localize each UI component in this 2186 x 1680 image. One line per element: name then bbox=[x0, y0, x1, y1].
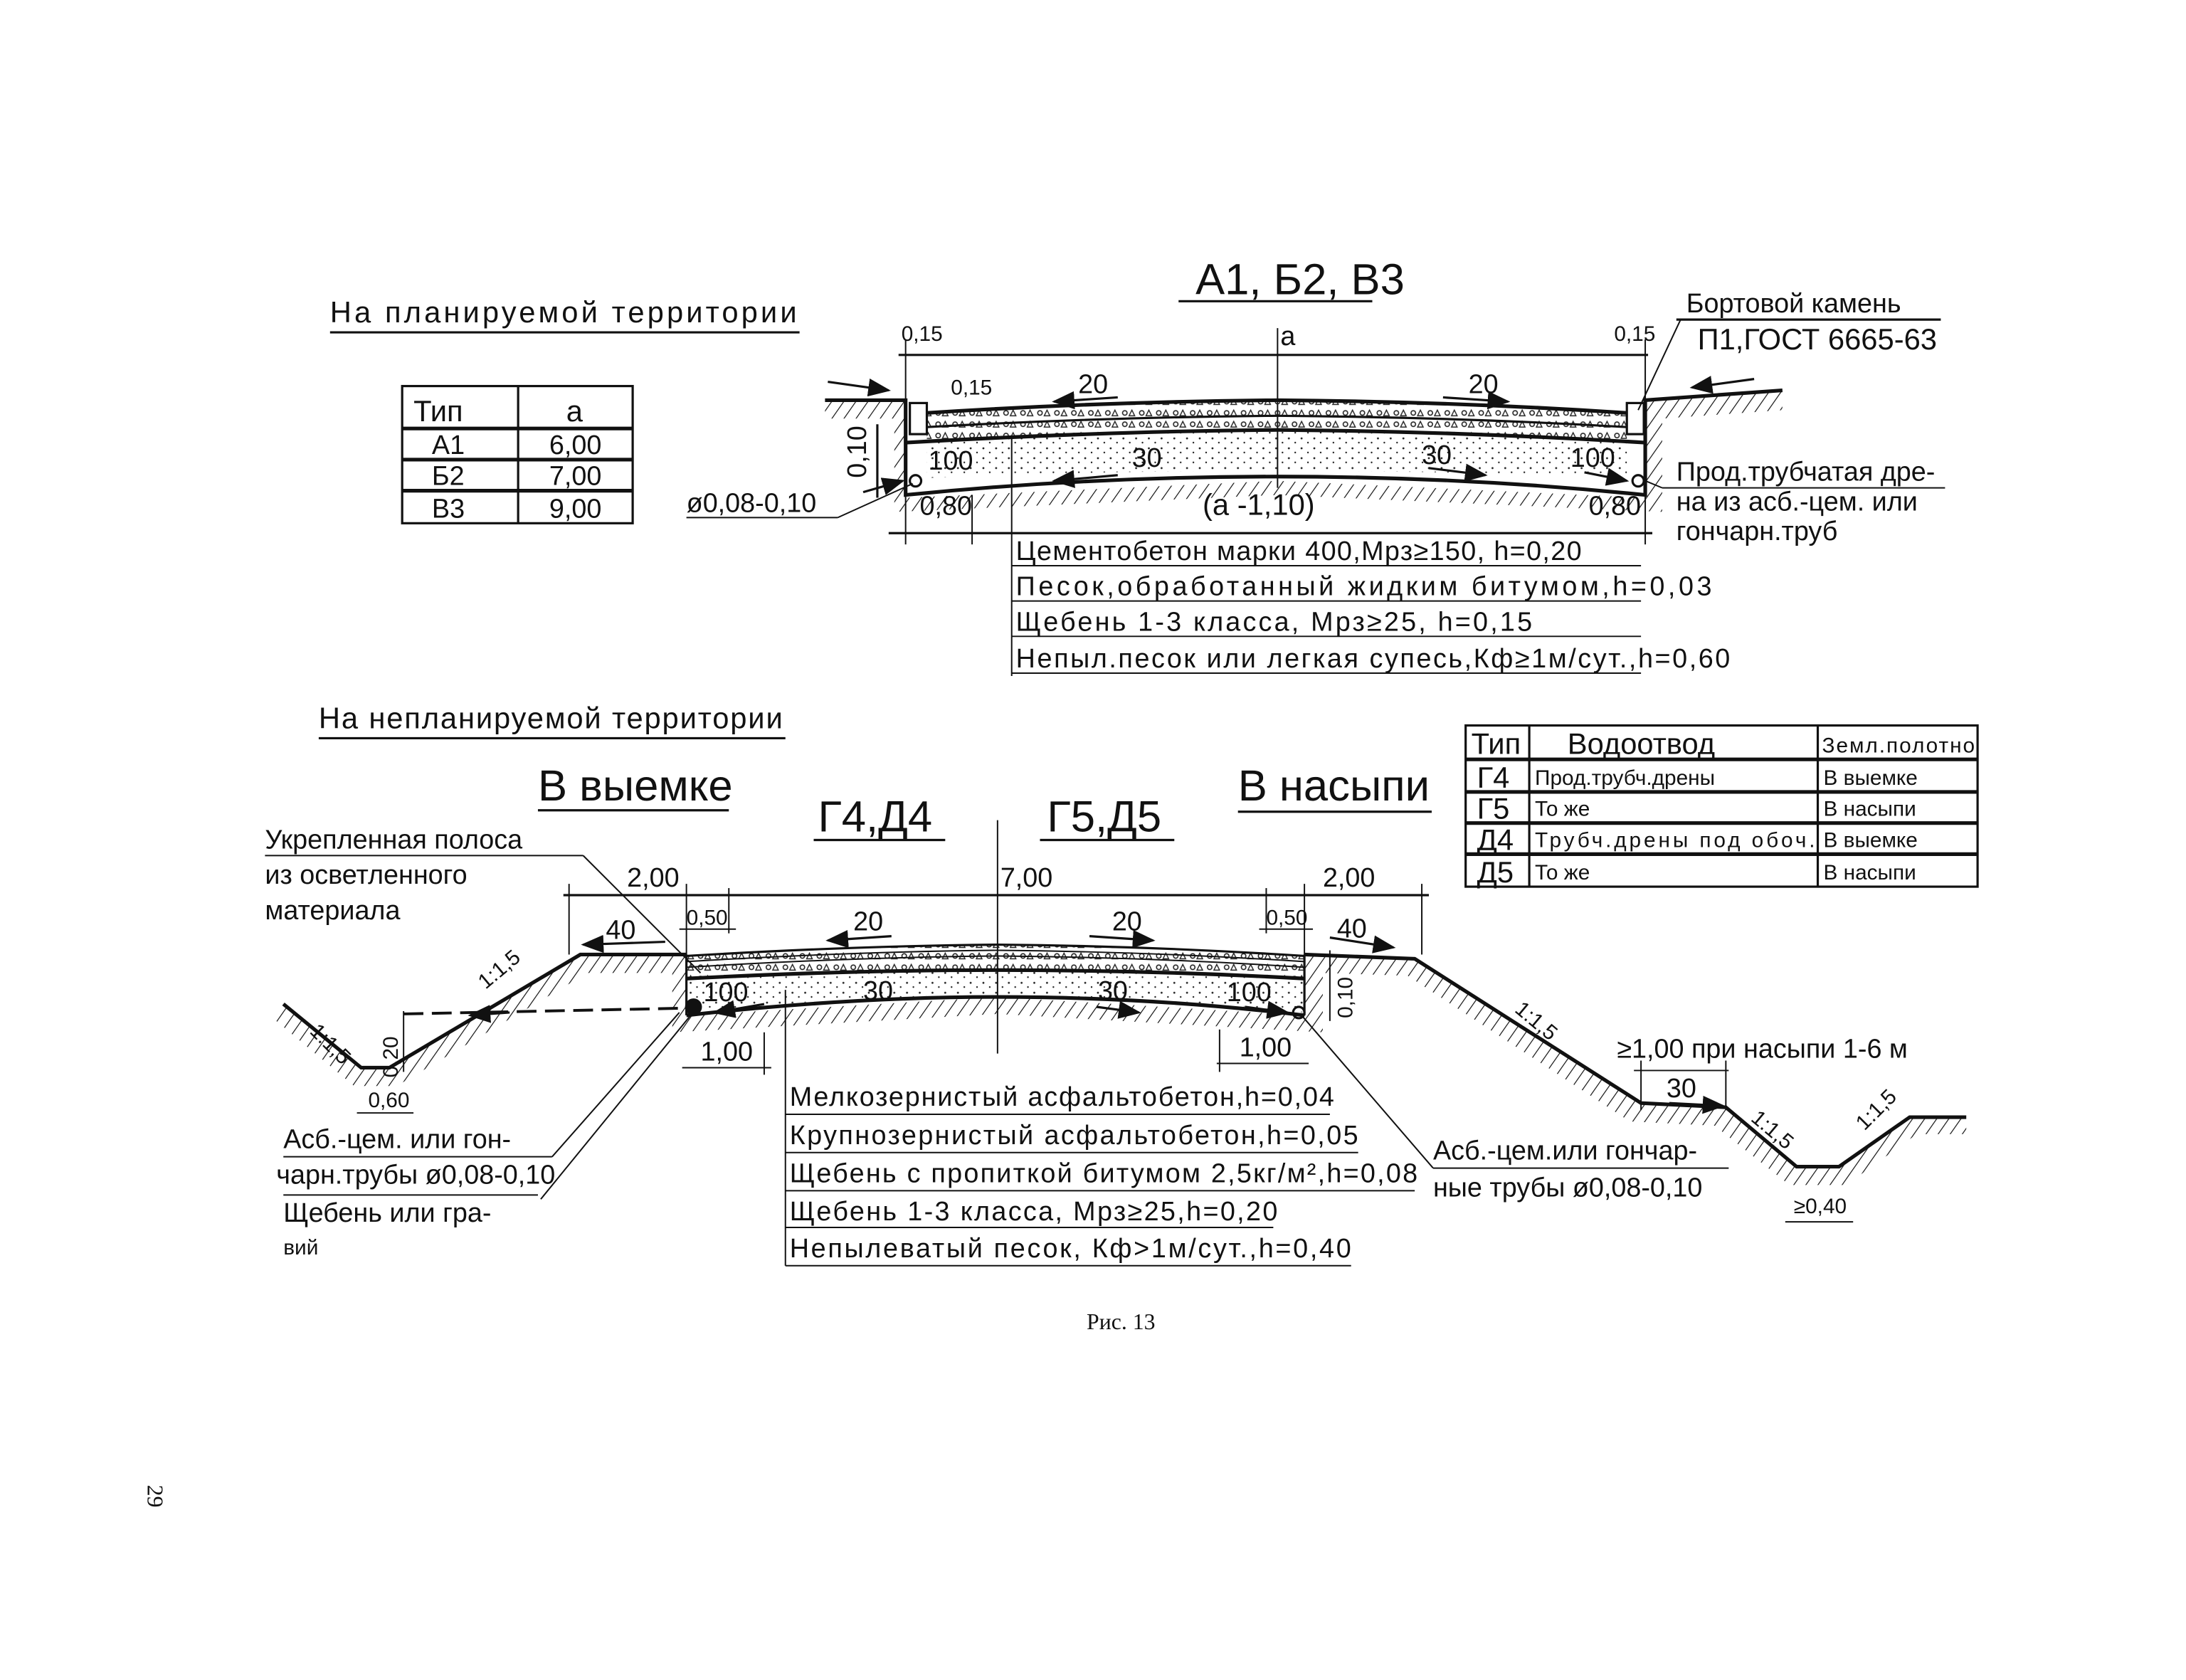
svg-text:гончарн.труб: гончарн.труб bbox=[1677, 517, 1838, 546]
svg-text:То же: То же bbox=[1535, 798, 1590, 821]
svg-text:30: 30 bbox=[1422, 440, 1452, 470]
svg-text:вий: вий bbox=[283, 1236, 318, 1259]
title-left: Г4,Д4 bbox=[818, 793, 932, 842]
svg-text:2,00: 2,00 bbox=[1323, 863, 1375, 893]
svg-text:100: 100 bbox=[928, 446, 973, 476]
cut-title: В выемке bbox=[538, 761, 733, 810]
svg-text:Д4: Д4 bbox=[1477, 823, 1514, 856]
left-note: Асб.-цем. или гон- bbox=[283, 1125, 511, 1155]
svg-text:0,20: 0,20 bbox=[379, 1036, 403, 1077]
svg-text:Земл.полотно: Земл.полотно bbox=[1822, 734, 1975, 757]
svg-text:30: 30 bbox=[1098, 976, 1128, 1006]
svg-text:из осветленного: из осветленного bbox=[265, 860, 467, 890]
planned-section: На планируемой территории А1, Б2, В3 Тип… bbox=[330, 255, 1945, 676]
svg-text:В насыпи: В насыпи bbox=[1823, 798, 1916, 821]
svg-text:30: 30 bbox=[863, 976, 893, 1006]
svg-text:0,15: 0,15 bbox=[902, 322, 943, 346]
svg-text:0,50: 0,50 bbox=[1266, 907, 1307, 930]
svg-text:0,15: 0,15 bbox=[1614, 322, 1655, 346]
svg-text:0,10: 0,10 bbox=[1334, 977, 1358, 1018]
svg-text:(а -1,10): (а -1,10) bbox=[1203, 487, 1315, 521]
svg-text:ø0,08-0,10: ø0,08-0,10 bbox=[687, 488, 817, 518]
svg-text:Прод.трубч.дрены: Прод.трубч.дрены bbox=[1535, 766, 1715, 790]
svg-text:100: 100 bbox=[703, 978, 748, 1008]
unplanned-heading: На непланируемой территории bbox=[319, 701, 783, 734]
svg-text:Непылеватый песок, Кф>1м/сут.,: Непылеватый песок, Кф>1м/сут.,h=0,40 bbox=[790, 1234, 1351, 1264]
svg-text:20: 20 bbox=[1469, 369, 1499, 399]
svg-text:0,80: 0,80 bbox=[920, 491, 972, 521]
svg-text:7,00: 7,00 bbox=[1000, 863, 1052, 893]
unplanned-section: На непланируемой территории В выемке В н… bbox=[265, 701, 1979, 1267]
svg-text:Водоотвод: Водоотвод bbox=[1568, 727, 1715, 760]
svg-text:Цементобетон марки 400,Мрз≥150: Цементобетон марки 400,Мрз≥150, h=0,20 bbox=[1016, 537, 1582, 566]
svg-text:Щебень 1-3 класса, Мрз≥25, h=0: Щебень 1-3 класса, Мрз≥25, h=0,15 bbox=[1016, 607, 1532, 637]
svg-text:Трубч.дрены под обоч.: Трубч.дрены под обоч. bbox=[1535, 828, 1815, 852]
svg-text:20: 20 bbox=[1078, 369, 1108, 399]
svg-text:То же: То же bbox=[1535, 861, 1590, 884]
svg-text:Г4: Г4 bbox=[1477, 761, 1510, 794]
svg-text:В насыпи: В насыпи bbox=[1823, 861, 1916, 884]
svg-text:30: 30 bbox=[1132, 443, 1162, 473]
svg-text:0,60: 0,60 bbox=[368, 1089, 409, 1112]
planned-layers-legend: Цементобетон марки 400,Мрз≥150, h=0,20 П… bbox=[1011, 537, 1731, 674]
svg-text:2,00: 2,00 bbox=[627, 863, 679, 893]
svg-text:1:1,5: 1:1,5 bbox=[474, 946, 525, 994]
svg-text:Крупнозернистый асфальтобетон,: Крупнозернистый асфальтобетон,h=0,05 bbox=[790, 1121, 1358, 1151]
svg-text:Песок,обработанный жидким биту: Песок,обработанный жидким битумом,h=0,03 bbox=[1016, 572, 1712, 602]
svg-text:Щебень с пропиткой битумом 2,5: Щебень с пропиткой битумом 2,5кг/м²,h=0,… bbox=[790, 1158, 1417, 1188]
svg-text:1,00: 1,00 bbox=[1240, 1033, 1292, 1063]
svg-text:Щебень 1-3 класса, Мрз≥25,h=0,: Щебень 1-3 класса, Мрз≥25,h=0,20 bbox=[790, 1197, 1278, 1227]
unplanned-type-table: Тип Водоотвод Земл.полотно Г4 Прод.трубч… bbox=[1464, 724, 1979, 889]
svg-text:6,00: 6,00 bbox=[549, 430, 601, 460]
svg-text:≥1,00 при насыпи 1-6 м: ≥1,00 при насыпи 1-6 м bbox=[1617, 1035, 1908, 1064]
svg-text:В выемке: В выемке bbox=[1823, 766, 1917, 790]
svg-text:20: 20 bbox=[1112, 907, 1142, 937]
svg-text:Непыл.песок или легкая супесь,: Непыл.песок или легкая супесь,Кф≥1м/сут.… bbox=[1016, 644, 1731, 674]
svg-text:30: 30 bbox=[1667, 1074, 1696, 1104]
svg-text:В3: В3 bbox=[432, 494, 465, 524]
svg-text:0,15: 0,15 bbox=[951, 376, 992, 399]
svg-text:7,00: 7,00 bbox=[549, 462, 601, 492]
svg-text:≥0,40: ≥0,40 bbox=[1794, 1195, 1847, 1218]
svg-text:Мелкозернистый асфальтобетон,h: Мелкозернистый асфальтобетон,h=0,04 bbox=[790, 1082, 1334, 1112]
strip-label: Укрепленная полоса bbox=[265, 825, 522, 855]
page-number: 29 bbox=[142, 1485, 167, 1508]
svg-text:100: 100 bbox=[1227, 978, 1272, 1008]
svg-text:А1: А1 bbox=[432, 430, 465, 460]
curb-label: Бортовой камень bbox=[1686, 289, 1901, 319]
svg-text:100: 100 bbox=[1570, 443, 1615, 473]
svg-text:Б2: Б2 bbox=[432, 462, 465, 492]
svg-text:В выемке: В выемке bbox=[1823, 828, 1917, 852]
title-right: Г5,Д5 bbox=[1047, 793, 1161, 842]
svg-text:Тип: Тип bbox=[1472, 727, 1521, 760]
svg-text:Тип: Тип bbox=[413, 394, 463, 428]
right-note: Асб.-цем.или гончар- bbox=[1433, 1136, 1697, 1166]
svg-text:Щебень или гра-: Щебень или гра- bbox=[283, 1198, 491, 1228]
svg-text:а: а bbox=[566, 394, 584, 428]
svg-text:0,50: 0,50 bbox=[687, 907, 728, 930]
svg-text:1,00: 1,00 bbox=[701, 1037, 753, 1067]
svg-text:Д5: Д5 bbox=[1477, 855, 1514, 889]
planned-heading: На планируемой территории bbox=[330, 295, 797, 329]
fill-title: В насыпи bbox=[1238, 761, 1430, 810]
svg-text:на из асб.-цем. или: на из асб.-цем. или bbox=[1677, 487, 1918, 517]
svg-text:а: а bbox=[1280, 322, 1295, 352]
svg-text:20: 20 bbox=[853, 907, 883, 937]
svg-text:чарн.трубы ø0,08-0,10: чарн.трубы ø0,08-0,10 bbox=[276, 1160, 555, 1190]
svg-text:40: 40 bbox=[606, 916, 635, 946]
svg-text:ные трубы ø0,08-0,10: ные трубы ø0,08-0,10 bbox=[1433, 1173, 1702, 1203]
figure-caption: Рис. 13 bbox=[1087, 1309, 1155, 1334]
planned-type-table: Тип а А1 6,00 Б2 7,00 В3 9,00 bbox=[401, 384, 634, 524]
planned-title: А1, Б2, В3 bbox=[1195, 255, 1405, 304]
svg-text:Г5: Г5 bbox=[1477, 792, 1510, 825]
drain-label: Прод.трубчатая дре- bbox=[1677, 458, 1936, 487]
svg-text:0,80: 0,80 bbox=[1589, 491, 1641, 521]
svg-text:0,10: 0,10 bbox=[843, 426, 872, 477]
svg-text:материала: материала bbox=[265, 896, 400, 926]
curb-standard: П1,ГОСТ 6665-63 bbox=[1698, 322, 1937, 356]
svg-text:9,00: 9,00 bbox=[549, 494, 601, 524]
unplanned-layers-legend: Мелкозернистый асфальтобетон,h=0,04 Круп… bbox=[785, 1082, 1417, 1267]
